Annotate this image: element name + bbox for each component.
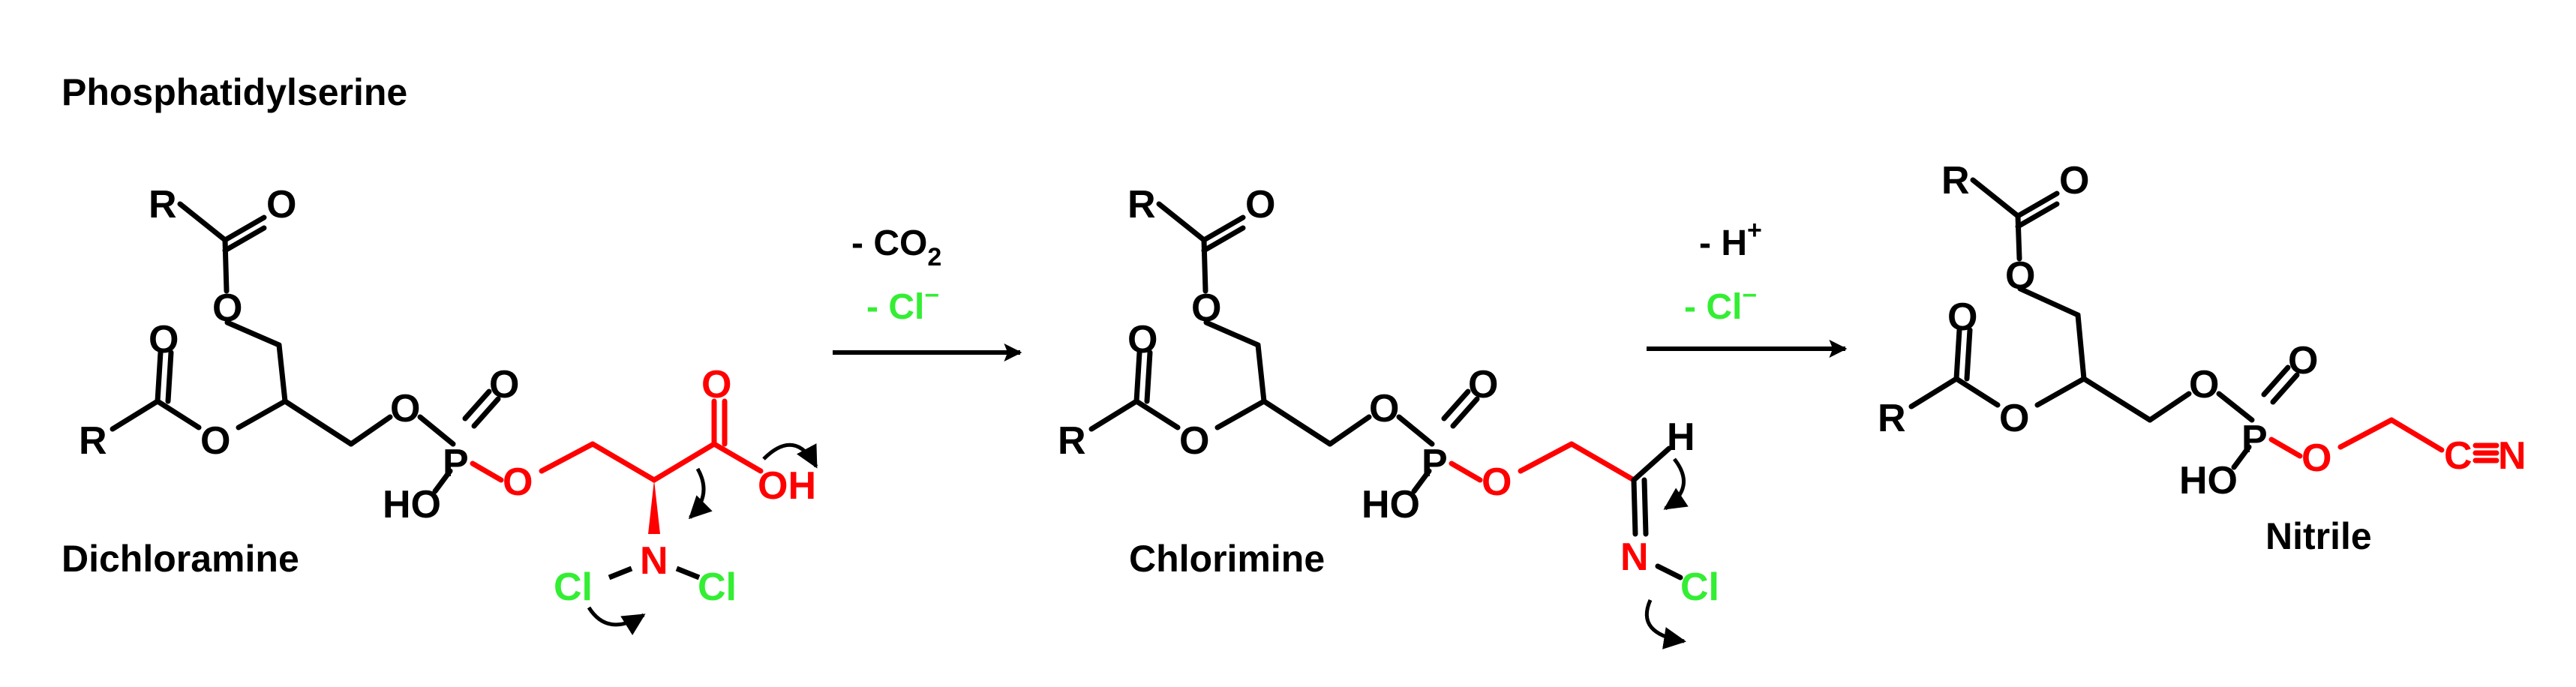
svg-text:- Cl−: - Cl− bbox=[1684, 281, 1757, 327]
molecule-chlorimine bbox=[1088, 201, 1683, 580]
compound-name-dichloramine: Dichloramine bbox=[62, 538, 299, 580]
svg-text:O: O bbox=[489, 363, 519, 406]
svg-text:R: R bbox=[1941, 159, 1970, 202]
svg-text:O: O bbox=[503, 460, 533, 504]
svg-text:O: O bbox=[1999, 397, 2029, 440]
svg-text:O: O bbox=[1369, 387, 1399, 430]
curly-arrow-oh bbox=[762, 442, 818, 469]
svg-text:OH: OH bbox=[758, 464, 816, 508]
atom-labels-dichloramine: R O O O R O O O P HO O O OH N Cl Cl bbox=[79, 183, 816, 609]
svg-text:P: P bbox=[1422, 442, 1448, 485]
svg-text:O: O bbox=[2301, 436, 2331, 480]
svg-text:N: N bbox=[640, 539, 668, 583]
svg-text:O: O bbox=[1468, 363, 1498, 406]
stereo-wedge bbox=[648, 480, 660, 534]
svg-text:N: N bbox=[1620, 536, 1649, 579]
svg-text:O: O bbox=[390, 387, 420, 430]
svg-text:Cl: Cl bbox=[1680, 566, 1719, 609]
svg-text:Cl: Cl bbox=[554, 566, 593, 609]
svg-text:R: R bbox=[1878, 397, 1906, 440]
svg-text:O: O bbox=[200, 419, 230, 463]
curly-arrow-ch bbox=[1663, 458, 1689, 511]
scheme-title: Phosphatidylserine bbox=[62, 71, 407, 113]
svg-text:HO: HO bbox=[383, 483, 441, 526]
reaction-conditions-1: - CO2 - Cl− bbox=[851, 224, 941, 327]
svg-text:HO: HO bbox=[1362, 483, 1420, 526]
svg-text:P: P bbox=[443, 442, 469, 485]
n-cl-bond-right bbox=[675, 566, 701, 580]
svg-text:P: P bbox=[2241, 418, 2268, 461]
svg-text:R: R bbox=[1058, 419, 1086, 463]
svg-text:- Cl−: - Cl− bbox=[866, 281, 939, 327]
svg-text:H: H bbox=[1667, 416, 1695, 459]
curly-arrow-co2 bbox=[688, 467, 713, 520]
atom-labels-nitrile: R O O O R O O O P HO O C N bbox=[1878, 159, 2526, 502]
svg-text:O: O bbox=[1482, 460, 1512, 504]
svg-text:O: O bbox=[701, 363, 731, 406]
n-cl-bond-left bbox=[608, 566, 633, 580]
molecule-nitrile bbox=[1908, 177, 2499, 470]
compound-name-chlorimine: Chlorimine bbox=[1129, 538, 1325, 580]
svg-text:O: O bbox=[149, 318, 179, 362]
svg-text:N: N bbox=[2498, 434, 2526, 478]
svg-text:O: O bbox=[1179, 419, 1209, 463]
atom-labels-chlorimine: R O O O R O O O P HO O H N Cl bbox=[1058, 183, 1719, 609]
curly-arrow-cl bbox=[587, 606, 646, 636]
svg-text:O: O bbox=[212, 286, 242, 330]
curly-arrow-ncl bbox=[1644, 598, 1686, 650]
reaction-conditions-2: - H+ - Cl− bbox=[1684, 216, 1762, 327]
svg-text:O: O bbox=[266, 183, 296, 226]
svg-text:R: R bbox=[79, 419, 107, 463]
svg-text:O: O bbox=[2005, 254, 2035, 298]
svg-text:- CO2: - CO2 bbox=[851, 224, 941, 272]
svg-text:O: O bbox=[1127, 318, 1157, 362]
svg-text:O: O bbox=[1191, 286, 1221, 330]
svg-text:R: R bbox=[1127, 183, 1156, 226]
svg-text:O: O bbox=[2288, 339, 2318, 382]
svg-text:O: O bbox=[2059, 159, 2089, 202]
svg-text:Cl: Cl bbox=[698, 566, 737, 609]
svg-text:O: O bbox=[1245, 183, 1275, 226]
svg-text:C: C bbox=[2444, 434, 2472, 478]
molecule-dichloramine bbox=[110, 201, 764, 494]
svg-text:O: O bbox=[2189, 363, 2219, 406]
svg-text:- H+: - H+ bbox=[1699, 216, 1762, 263]
svg-text:O: O bbox=[1947, 296, 1977, 339]
svg-text:R: R bbox=[149, 183, 177, 226]
svg-text:HO: HO bbox=[2179, 459, 2238, 502]
compound-name-nitrile: Nitrile bbox=[2265, 515, 2372, 557]
